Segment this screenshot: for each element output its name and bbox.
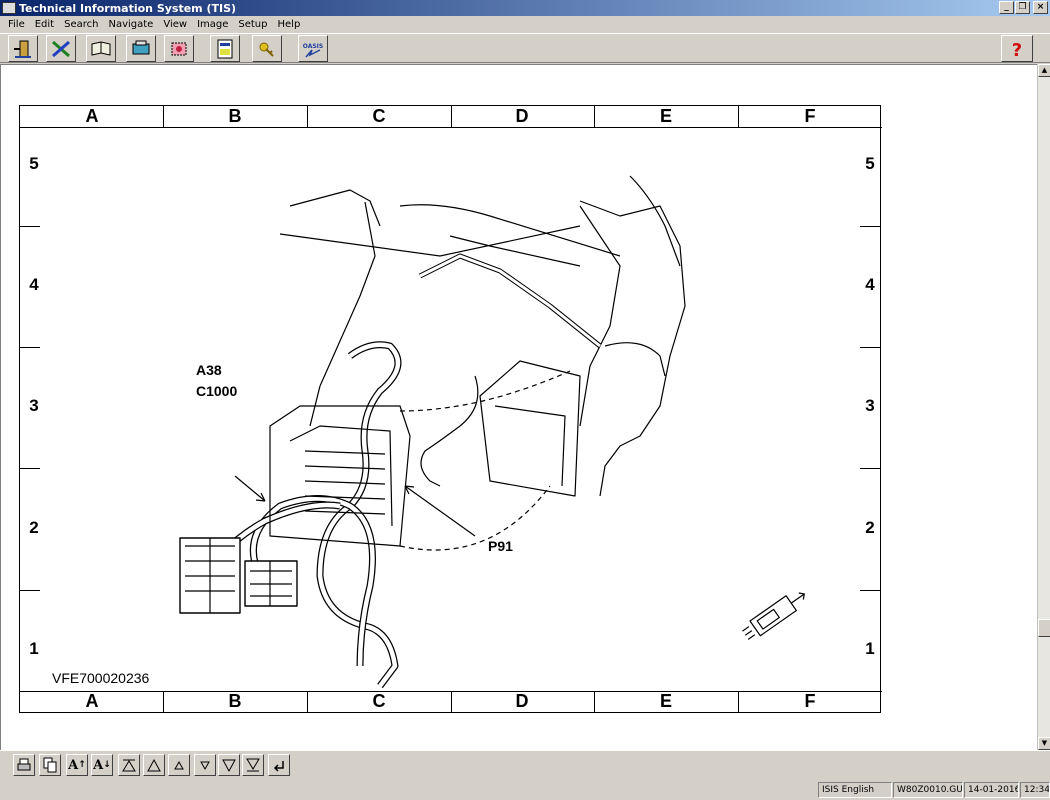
diagram-viewer[interactable]: A B C D E F A B C D E F 5 4 3 2 1 5 4 3 …: [0, 64, 1037, 750]
callout-connector: C1000: [196, 383, 238, 399]
status-time: 12:34: [1020, 782, 1050, 798]
oasis-icon: OASIS: [303, 43, 323, 57]
back-button[interactable]: [268, 754, 290, 776]
question-icon: ?: [1012, 40, 1022, 59]
column-label-c: C: [372, 691, 386, 711]
next-icon: [222, 759, 236, 773]
previous-button[interactable]: [143, 754, 165, 776]
menu-setup[interactable]: Setup: [238, 18, 268, 30]
text-larger-icon: A: [68, 757, 79, 773]
minimize-button[interactable]: _: [999, 1, 1014, 14]
text-smaller-button[interactable]: A↓: [91, 754, 113, 776]
exit-icon: [14, 40, 31, 58]
menu-edit[interactable]: Edit: [34, 18, 55, 30]
exit-button[interactable]: [8, 35, 38, 62]
column-label-f: F: [804, 691, 816, 711]
first-icon: [122, 759, 136, 772]
last-icon: [246, 758, 260, 772]
window-title: Technical Information System (TIS): [19, 1, 237, 15]
status-bar: ISIS English W80Z0010.GUI 14-01-2016 12:…: [0, 781, 1050, 800]
restore-button[interactable]: ❐: [1015, 1, 1030, 14]
scroll-down-button[interactable]: ▼: [1038, 737, 1050, 750]
column-label-d: D: [515, 106, 529, 126]
key-icon: [259, 42, 274, 57]
menu-bar: File Edit Search Navigate View Image Set…: [0, 16, 1050, 32]
diagram-frame: A B C D E F A B C D E F 5 4 3 2 1 5 4 3 …: [19, 105, 882, 713]
status-date: 14-01-2016: [964, 782, 1019, 798]
next-button[interactable]: [218, 754, 240, 776]
row-label-3: 3: [29, 396, 39, 415]
component-button[interactable]: [164, 35, 194, 62]
help-button[interactable]: ?: [1001, 35, 1033, 62]
wiring-illustration: [179, 175, 805, 689]
book-icon: [91, 40, 111, 56]
column-label-d: D: [515, 691, 529, 711]
oasis-button[interactable]: OASIS: [298, 35, 328, 62]
book-button[interactable]: [86, 35, 116, 62]
text-larger-button[interactable]: A↑: [66, 754, 88, 776]
row-label-4: 4: [865, 275, 875, 294]
navigation-bar: A↑ A↓: [0, 750, 1050, 780]
app-icon: [2, 2, 16, 14]
scroll-up-button[interactable]: ▲: [1038, 64, 1050, 77]
callout-module: A38: [196, 362, 222, 378]
copy-button[interactable]: [39, 754, 61, 776]
tools-icon: [52, 40, 70, 57]
row-label-4: 4: [29, 275, 39, 294]
menu-navigate[interactable]: Navigate: [108, 18, 154, 30]
back-icon: [273, 761, 284, 772]
row-label-2: 2: [29, 518, 39, 537]
row-label-2: 2: [865, 518, 875, 537]
menu-file[interactable]: File: [8, 18, 25, 30]
row-label-1: 1: [865, 639, 875, 658]
diagram-reference: VFE700020236: [52, 670, 150, 686]
previous-small-button[interactable]: [168, 754, 190, 776]
next-small-button[interactable]: [194, 754, 216, 776]
text-smaller-icon: A: [93, 757, 104, 773]
column-label-f: F: [804, 106, 816, 126]
vertical-scrollbar[interactable]: ▲ ▼: [1037, 64, 1050, 750]
row-label-5: 5: [29, 154, 39, 173]
status-file: W80Z0010.GUI: [893, 782, 963, 798]
column-label-a: A: [85, 691, 99, 711]
tools-button[interactable]: [46, 35, 76, 62]
svg-text:?: ?: [1012, 40, 1022, 59]
first-button[interactable]: [118, 754, 140, 776]
status-language: ISIS English: [818, 782, 892, 798]
scroll-thumb[interactable]: [1038, 619, 1050, 637]
menu-help[interactable]: Help: [277, 18, 301, 30]
key-button[interactable]: [252, 35, 282, 62]
vehicle-button[interactable]: [126, 35, 156, 62]
row-label-3: 3: [865, 396, 875, 415]
print-button[interactable]: [13, 754, 35, 776]
document-icon: [217, 39, 233, 58]
close-button[interactable]: ×: [1033, 1, 1048, 14]
copy-icon: [43, 757, 57, 773]
menu-image[interactable]: Image: [197, 18, 229, 30]
svg-text:OASIS: OASIS: [303, 43, 323, 50]
print-icon: [17, 758, 31, 771]
menu-search[interactable]: Search: [64, 18, 99, 30]
row-label-5: 5: [865, 154, 875, 173]
document-button[interactable]: [210, 35, 240, 62]
column-label-e: E: [659, 106, 672, 126]
next-small-icon: [200, 761, 210, 771]
column-label-c: C: [372, 106, 386, 126]
previous-small-icon: [174, 760, 184, 770]
top-header-line: [20, 127, 882, 128]
column-label-b: B: [228, 691, 242, 711]
column-label-a: A: [85, 106, 99, 126]
menu-view[interactable]: View: [163, 18, 188, 30]
column-label-e: E: [659, 691, 672, 711]
last-button[interactable]: [242, 754, 264, 776]
vehicle-icon: [132, 40, 150, 54]
callout-component: P91: [488, 538, 513, 554]
row-label-1: 1: [29, 639, 39, 658]
toolbar: OASIS ?: [0, 33, 1050, 63]
column-label-b: B: [228, 106, 242, 126]
component-icon: [171, 42, 187, 55]
title-bar: Technical Information System (TIS) _ ❐ ×: [0, 0, 1050, 16]
previous-icon: [147, 758, 161, 772]
